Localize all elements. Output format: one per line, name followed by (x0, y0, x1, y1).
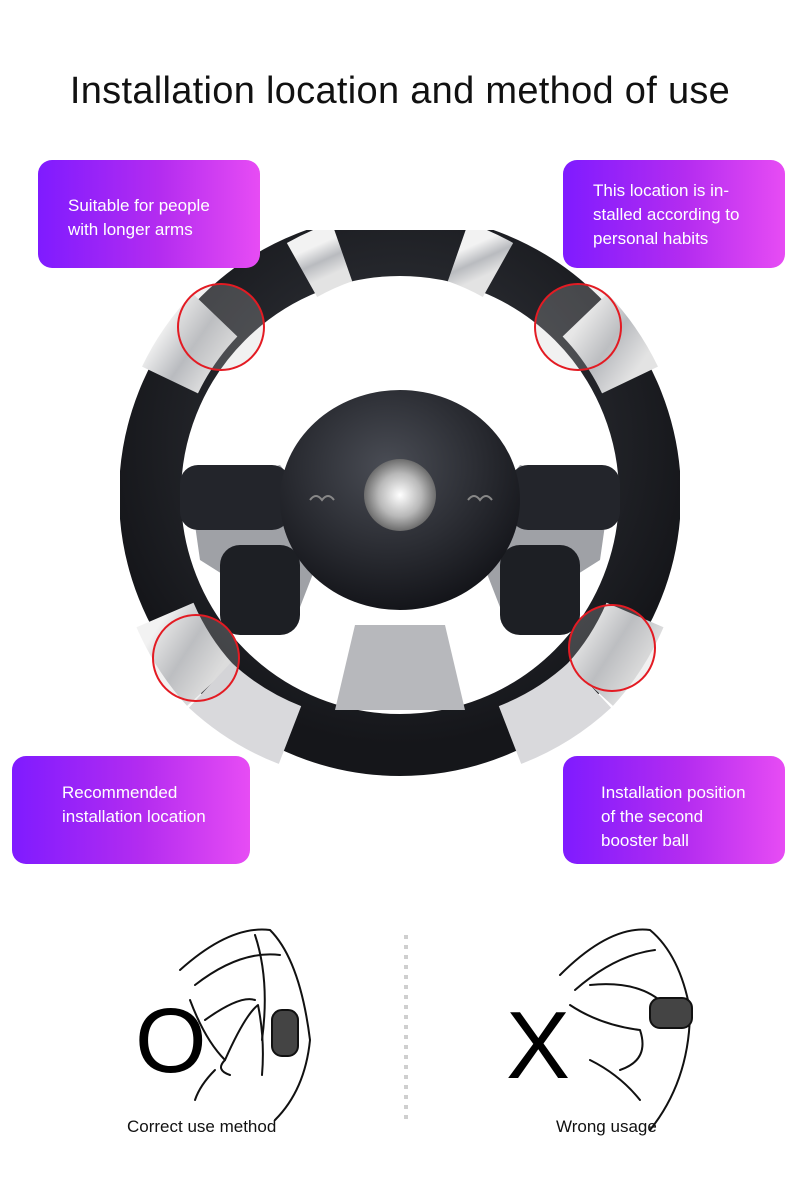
callout-line: of the second (601, 807, 704, 826)
page-title: Installation location and method of use (69, 70, 731, 112)
callout-line: stalled according to (593, 205, 740, 224)
correct-usage-label: Correct use method (127, 1117, 277, 1136)
hand-grip-illustration (179, 928, 311, 1121)
horn-icon (467, 495, 493, 502)
callout-line: personal habits (593, 229, 709, 248)
wrong-symbol: X (506, 992, 570, 1099)
callout-line: Installation position (601, 783, 746, 802)
highlight-ring-bottom-right (568, 604, 656, 692)
callout-line: Suitable for people (68, 196, 210, 215)
highlight-ring-top-right (534, 283, 622, 371)
callout-line: This location is in- (593, 181, 730, 200)
correct-symbol: O (135, 990, 207, 1092)
callout-second-booster-ball: Installation position of the second boos… (563, 756, 785, 864)
callout-personal-habits: This location is in- stalled according t… (563, 160, 785, 268)
wrong-usage-label: Wrong usage (556, 1117, 657, 1136)
steering-wheel-icon (120, 230, 680, 776)
highlight-ring-top-left (177, 283, 265, 371)
hand-grip-illustration (559, 928, 693, 1131)
usage-illustrations: O X (135, 928, 693, 1131)
callout-line: installation location (62, 807, 206, 826)
callout-line: with longer arms (68, 220, 193, 239)
wheel-rim (120, 230, 680, 776)
callout-line: Recommended (62, 783, 178, 802)
logo-badge (364, 459, 436, 531)
divider (404, 935, 408, 1125)
callout-longer-arms: Suitable for people with longer arms (38, 160, 260, 268)
callout-line: booster ball (601, 831, 689, 850)
callout-recommended-location: Recommended installation location (12, 756, 250, 864)
highlight-ring-bottom-left (152, 614, 240, 702)
horn-icon (309, 495, 335, 502)
